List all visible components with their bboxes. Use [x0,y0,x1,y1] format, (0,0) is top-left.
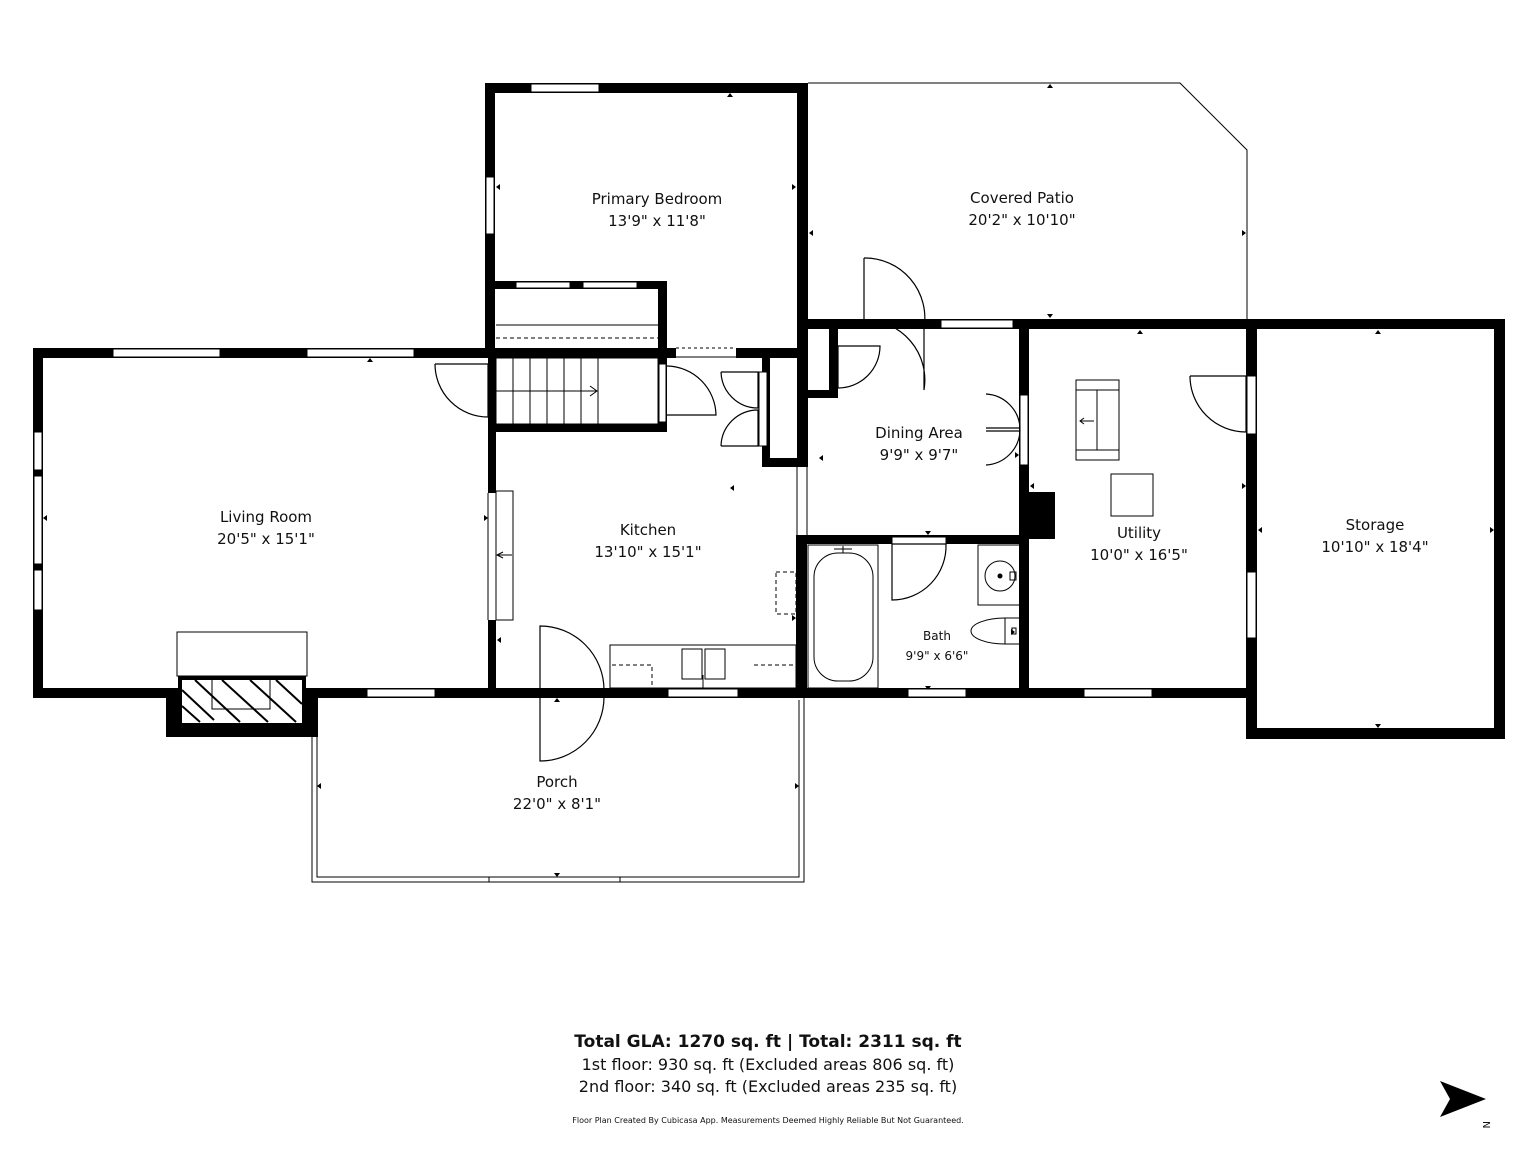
covered-patio-outline [808,82,1248,322]
second-floor-area: 2nd floor: 340 sq. ft (Excluded areas 23… [578,1077,958,1096]
dimension-markers [43,84,1494,877]
floor-plan: Primary Bedroom 13'9" x 11'8" Covered Pa… [33,82,1505,883]
utility-name: Utility [1117,524,1161,542]
doors [434,257,1247,762]
utility-fixtures [1075,379,1154,517]
walls [33,83,1505,739]
living-room-name: Living Room [220,508,312,526]
fireplace [176,631,308,726]
primary-bedroom-dims: 13'9" x 11'8" [608,212,706,230]
bath-fixtures [807,544,1021,689]
north-arrow-icon [1440,1081,1486,1117]
stairs [495,324,659,425]
storage-dims: 10'10" x 18'4" [1321,538,1428,556]
north-label: N [1480,1121,1491,1129]
bath-dims: 9'9" x 6'6" [906,649,969,663]
porch-name: Porch [536,773,577,791]
windows [33,83,1257,698]
total-area: Total GLA: 1270 sq. ft | Total: 2311 sq.… [574,1032,962,1052]
dining-area-name: Dining Area [875,424,963,442]
covered-patio-dims: 20'2" x 10'10" [968,211,1075,229]
first-floor-area: 1st floor: 930 sq. ft (Excluded areas 80… [581,1055,955,1074]
porch-dims: 22'0" x 8'1" [513,795,601,813]
kitchen-name: Kitchen [620,521,676,539]
area-summary: Total GLA: 1270 sq. ft | Total: 2311 sq.… [0,1031,1536,1098]
dining-area-dims: 9'9" x 9'7" [880,446,959,464]
covered-patio-name: Covered Patio [970,189,1074,207]
bath-name: Bath [923,629,951,643]
disclaimer: Floor Plan Created By Cubicasa App. Meas… [572,1116,964,1125]
utility-dims: 10'0" x 16'5" [1090,546,1188,564]
storage-name: Storage [1346,516,1405,534]
porch-outline [311,696,805,883]
kitchen-fixtures [495,490,797,689]
living-room-dims: 20'5" x 15'1" [217,530,315,548]
primary-bedroom-name: Primary Bedroom [592,190,723,208]
kitchen-dims: 13'10" x 15'1" [594,543,701,561]
